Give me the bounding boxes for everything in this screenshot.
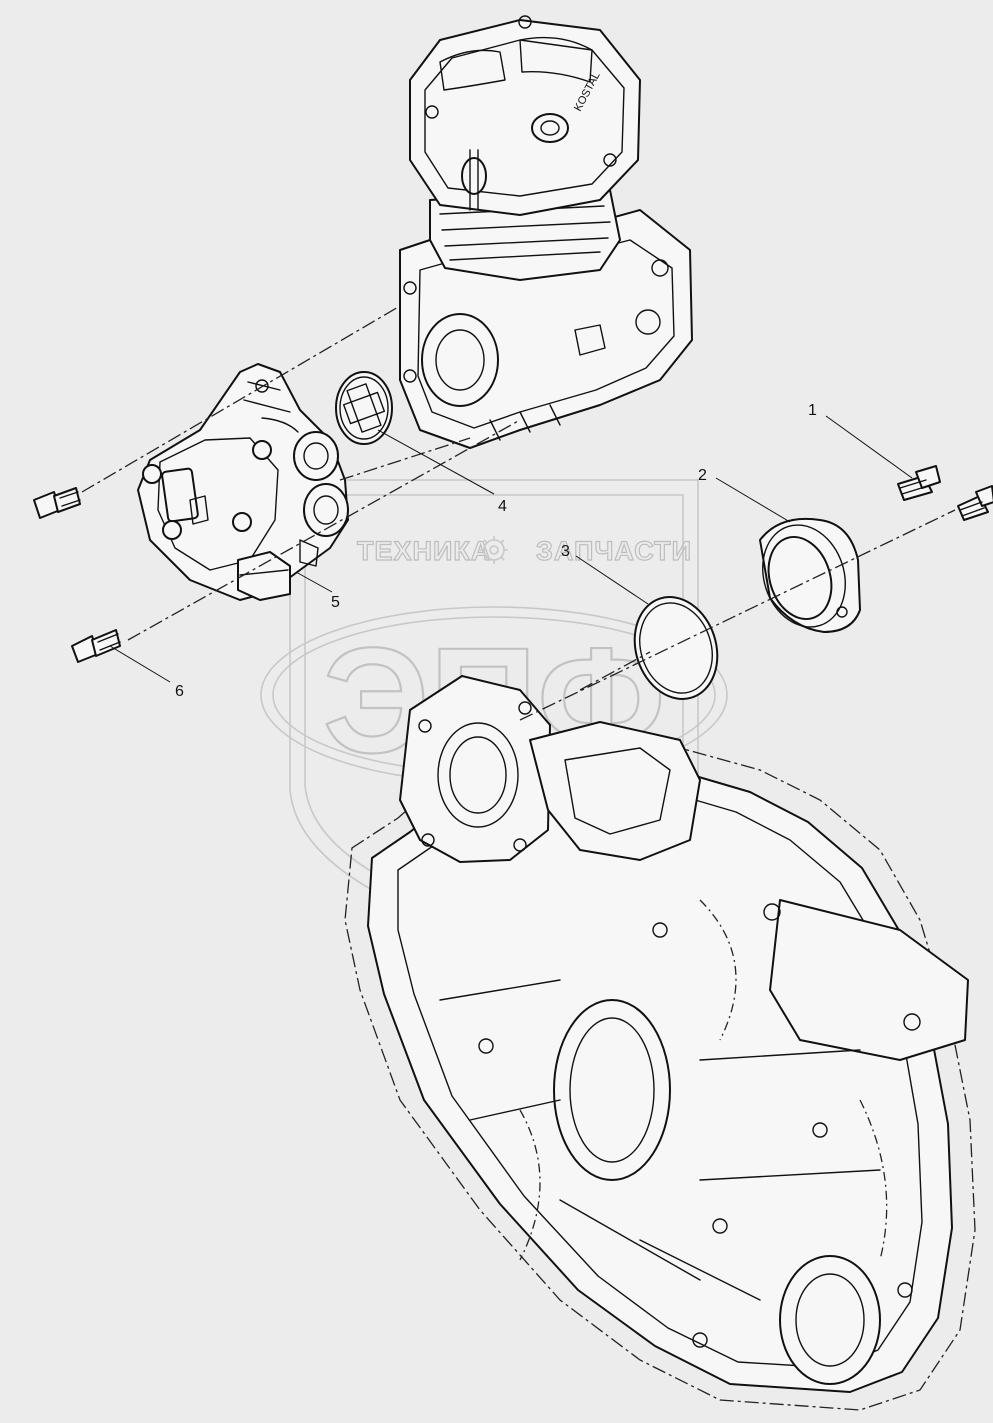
gear-housing [344,675,976,1411]
callout-3: 3 [561,543,649,605]
drive-cover [759,517,861,633]
watermark-left-word: ТЕХНИКА [357,536,491,566]
bolt-top-right-a [897,465,941,501]
bolt-left-bottom [71,629,121,663]
callout-6: 6 [109,645,184,700]
power-steering-pump [137,363,349,601]
watermark-right-word: ЗАПЧАСТИ [536,536,692,566]
o-ring [633,596,719,700]
callout-5: 5 [295,571,340,611]
coupling [335,371,393,445]
svg-text:2: 2 [698,467,707,484]
svg-text:1: 1 [808,402,817,419]
svg-text:3: 3 [561,543,570,560]
gear-icon [480,536,508,564]
callout-2: 2 [698,467,791,523]
air-compressor: KOSTAL [399,15,693,449]
svg-text:6: 6 [175,683,184,700]
assembly-lines [81,305,956,721]
svg-text:5: 5 [331,594,340,611]
bolt-top-right-b [957,485,993,521]
bolt-left-top [33,487,81,519]
svg-text:4: 4 [498,498,507,515]
callout-4: 4 [377,429,507,515]
callout-1: 1 [808,402,913,479]
